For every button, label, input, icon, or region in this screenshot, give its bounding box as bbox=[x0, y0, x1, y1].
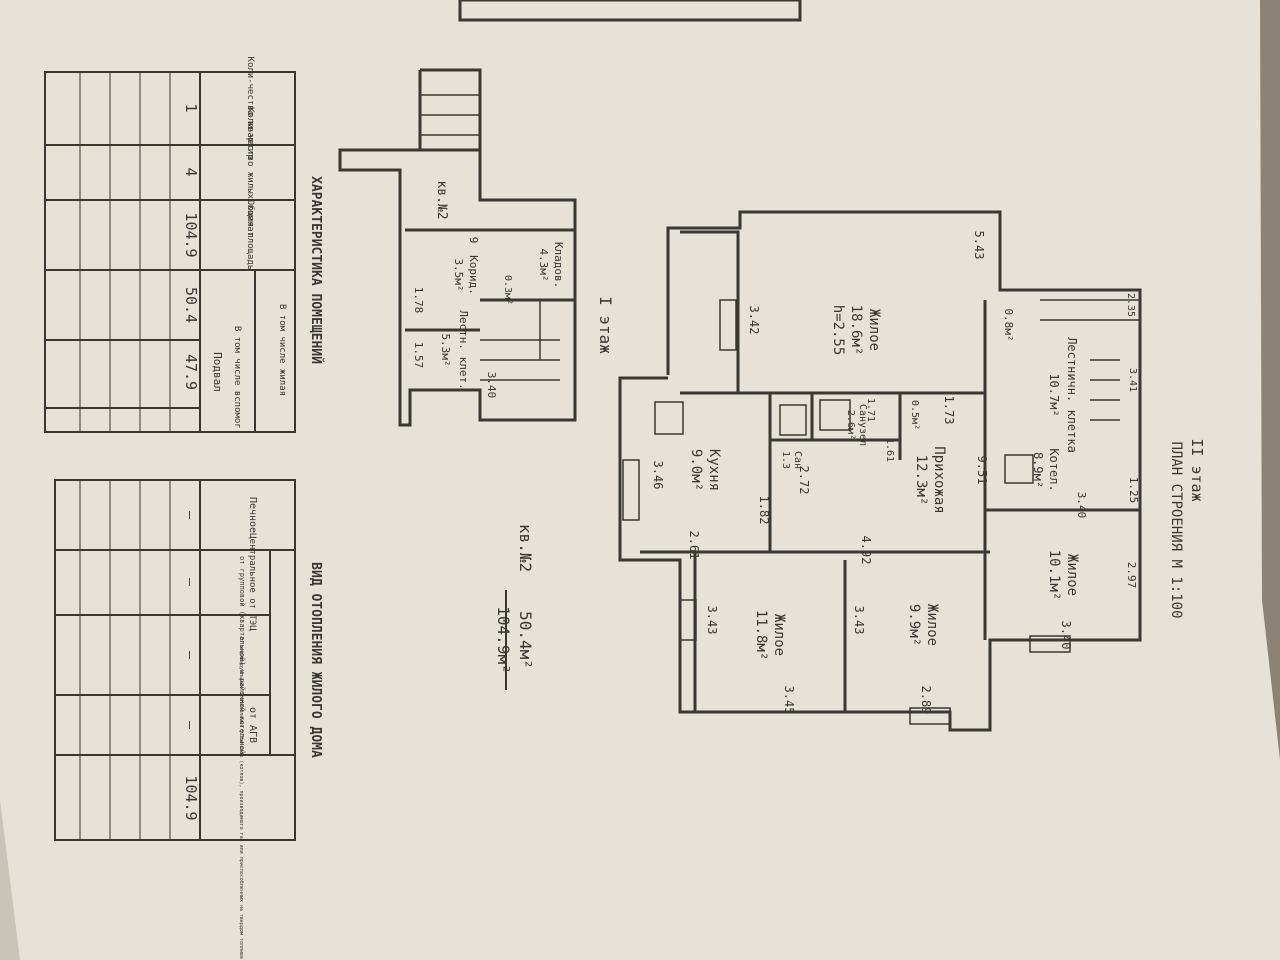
floor1-corridor: Корид. bbox=[467, 255, 480, 295]
floor-label: II этаж bbox=[1188, 438, 1206, 501]
dim: 1.25 bbox=[1127, 477, 1140, 504]
table1-title: ХАРАКТЕРИСТИКА ПОМЕЩЕНИЙ bbox=[308, 176, 324, 364]
table2-header: Печное bbox=[247, 497, 258, 533]
dim: 3.43 bbox=[705, 606, 719, 635]
room-stairwell: Лестничн. клетка bbox=[1065, 337, 1079, 453]
dim: 3.41 bbox=[1127, 368, 1138, 392]
room-hallway-area: 12.3м² bbox=[913, 455, 929, 506]
table2-cell: — bbox=[182, 721, 197, 729]
room-living-3-area: 11.8м² bbox=[753, 610, 769, 661]
table1-header: Коли-чество жилых комнат bbox=[245, 107, 255, 237]
floor1-corridor-area: 3.5м² bbox=[452, 258, 465, 291]
room-boiler-area: 8.9м² bbox=[1031, 452, 1045, 488]
table1-cell: 47.9 bbox=[182, 354, 200, 390]
dim: 3.40 bbox=[1075, 492, 1088, 519]
table1-header: В том числе вспомог. bbox=[232, 326, 242, 434]
room-living-2-area: 10.1м² bbox=[1046, 550, 1062, 601]
room-wc: Сан bbox=[792, 451, 803, 469]
dim: 0.5м² bbox=[909, 400, 920, 430]
dim: 4.92 bbox=[859, 536, 873, 565]
dim: 3.45 bbox=[782, 686, 796, 715]
table2-header: От индивидуальных отопительных установок… bbox=[238, 637, 245, 959]
plan-title: ПЛАН СТРОЕНИЯ М 1:100 bbox=[1168, 441, 1184, 618]
dim: 9 bbox=[467, 237, 480, 244]
floor2-plan bbox=[618, 210, 1142, 732]
table1-header: Общая площадь bbox=[245, 200, 256, 270]
dim: 1.73 bbox=[942, 396, 956, 425]
dim: 1.78 bbox=[412, 287, 425, 314]
apartment-living-area: 50.4м² bbox=[516, 611, 535, 669]
dim: 3.40 bbox=[485, 372, 498, 399]
table2-cell: 104.9 bbox=[182, 775, 200, 820]
dim: 1.61 bbox=[884, 438, 895, 462]
table2-header: от АГВ bbox=[247, 707, 258, 743]
room-living-2: Жилое bbox=[1064, 554, 1080, 596]
room-hallway: Прихожая bbox=[931, 446, 947, 513]
table1-cell: 4 bbox=[182, 167, 200, 176]
dim: 3.46 bbox=[651, 461, 665, 490]
heating-table bbox=[54, 479, 296, 841]
room-living-4: Жилое bbox=[924, 604, 940, 646]
dim: 5.43 bbox=[972, 231, 986, 260]
floor1-apartment: кв.№2 bbox=[434, 180, 449, 219]
table2-cell: — bbox=[182, 651, 197, 659]
dim: 2.35 bbox=[1125, 293, 1136, 317]
floor1-stairwell-area: 5.3м² bbox=[439, 333, 452, 366]
floor1-stairwell: Лестн. клет. bbox=[457, 310, 470, 389]
table2-title: ВИД ОТОПЛЕНИЯ ЖИЛОГО ДОМА bbox=[308, 562, 323, 758]
dim: 3.42 bbox=[747, 306, 761, 335]
floor1-label: I этаж bbox=[596, 296, 615, 354]
room-wc-area: 1.3 bbox=[780, 451, 791, 469]
table2-cell: — bbox=[182, 578, 197, 586]
table2-cell: — bbox=[182, 511, 197, 519]
dim: 2.97 bbox=[1125, 562, 1138, 589]
floor1-plan bbox=[338, 68, 577, 427]
table2-header: от групповой (квартальной) и районной ко… bbox=[238, 556, 246, 754]
dim: 3.40 bbox=[1059, 621, 1073, 650]
room-living-1: Жилое bbox=[866, 309, 882, 351]
room-kitchen-area: 9.0м² bbox=[688, 449, 704, 491]
room-bathroom: Санузел bbox=[857, 404, 868, 446]
dim: 0.3м² bbox=[502, 275, 513, 305]
table1-cell: 50.4 bbox=[182, 287, 200, 323]
table1-note: Подвал bbox=[211, 352, 224, 392]
table1-header: В том числе жилая bbox=[277, 304, 287, 396]
apartment-total-area: 104.9м² bbox=[494, 606, 513, 673]
dim: 1.57 bbox=[412, 342, 425, 369]
dim: 1.82 bbox=[757, 496, 771, 525]
room-boiler: Котел. bbox=[1047, 448, 1061, 491]
room-bathroom-area: 2.6м² bbox=[845, 410, 856, 440]
dim: 3.43 bbox=[852, 606, 866, 635]
dim: 9.51 bbox=[975, 456, 989, 485]
dim: 0.8м² bbox=[1002, 308, 1015, 341]
floor1-storage-area: 4.3м² bbox=[537, 248, 550, 281]
dim: 2.89 bbox=[919, 686, 933, 715]
table2-header: Центральное от ТЭЦ bbox=[247, 533, 257, 631]
table1-cell: 1 bbox=[182, 103, 200, 112]
room-living-3: Жилое bbox=[771, 614, 787, 656]
dim: 2.72 bbox=[797, 466, 811, 495]
room-living-1-height: h=2.55 bbox=[830, 305, 846, 356]
room-kitchen: Кухня bbox=[706, 449, 722, 491]
table1-cell: 104.9 bbox=[182, 212, 200, 257]
dim: 2.61 bbox=[687, 531, 701, 560]
apartment-label: кв.№2 bbox=[516, 524, 535, 572]
room-living-4-area: 9.9м² bbox=[906, 604, 922, 646]
floor1-storage: Кладов. bbox=[552, 242, 565, 288]
room-stairwell-area: 10.7м² bbox=[1047, 373, 1061, 416]
room-living-1-area: 18.6м² bbox=[848, 305, 864, 356]
dim: 1.71 bbox=[865, 398, 876, 422]
table1-header: Коли-чество квартир bbox=[245, 57, 255, 160]
characteristics-table bbox=[44, 71, 296, 433]
